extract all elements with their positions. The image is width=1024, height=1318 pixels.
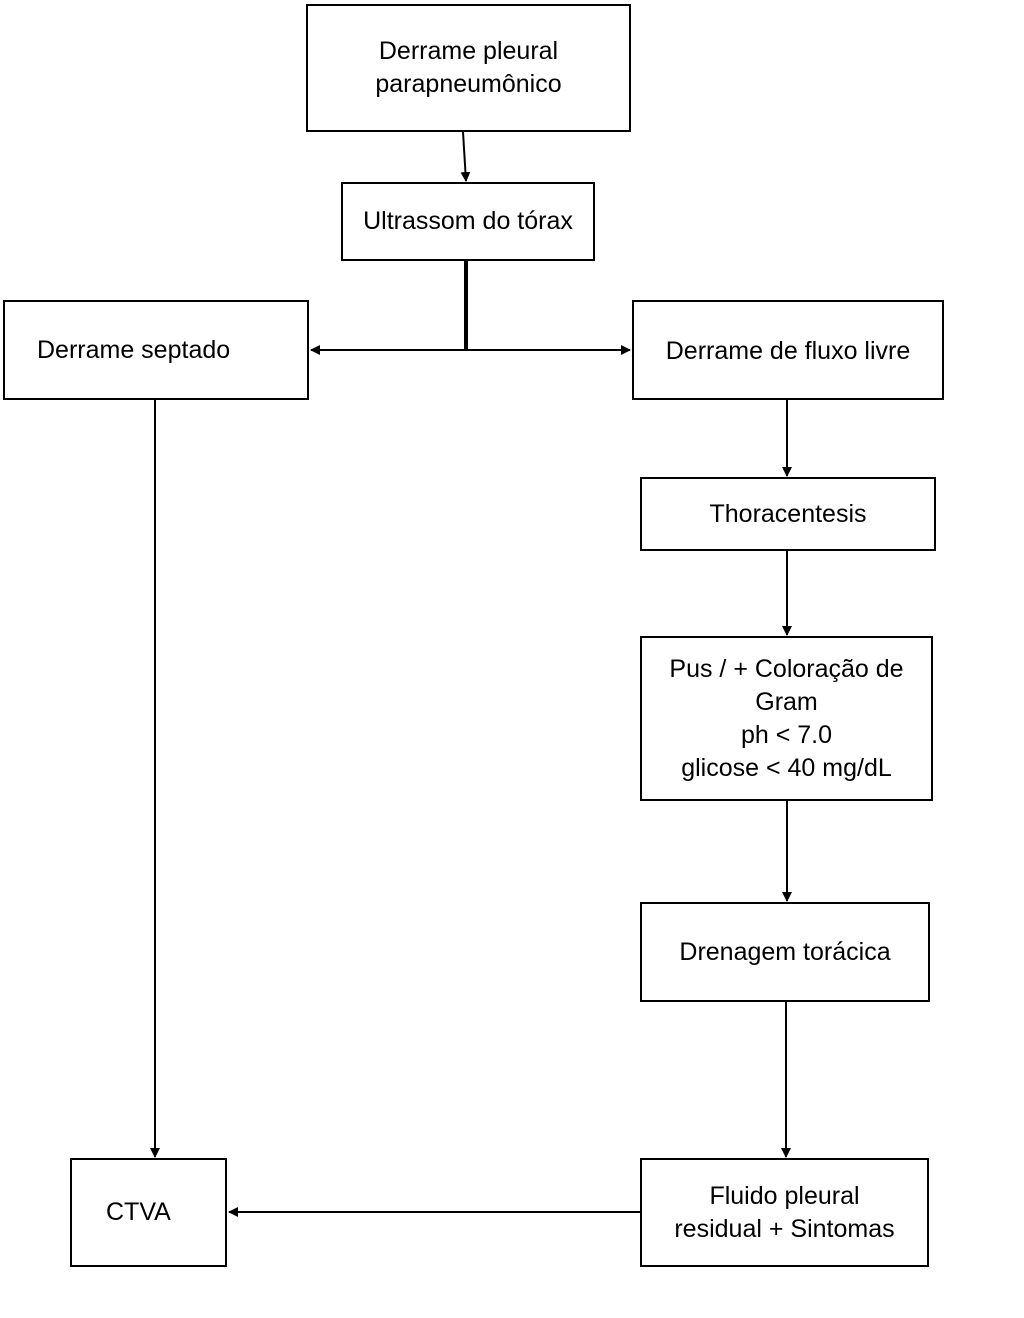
node-text-line: Fluido pleural — [709, 1181, 860, 1210]
node-text-line: Drenagem torácica — [679, 937, 891, 966]
node-text-line: CTVA — [106, 1198, 171, 1226]
node-thoracentesis: Thoracentesis — [640, 477, 936, 551]
node-ultrassom-do-torax: Ultrassom do tórax — [341, 182, 595, 261]
node-fluido-pleural-residual: Fluido pleural residual + Sintomas — [640, 1158, 929, 1267]
arrow-pleural-to-ultrassom — [460, 131, 471, 182]
node-text-line: Derrame pleural — [378, 37, 559, 65]
node-text-line: glicose < 40 mg/dL — [681, 753, 892, 782]
node-ctva: CTVA — [70, 1158, 227, 1267]
node-text-line: Thoracentesis — [709, 499, 867, 528]
node-text-line: parapneumônico — [375, 70, 562, 98]
node-text-line: Ultrassom do tórax — [363, 207, 573, 235]
node-derrame-pleural-parapneumonico: Derrame pleural parapneumônico — [306, 4, 631, 132]
node-derrame-de-fluxo-livre: Derrame de fluxo livre — [632, 300, 944, 400]
node-text-line: residual + Sintomas — [674, 1214, 895, 1243]
node-derrame-septado: Derrame septado — [3, 300, 309, 400]
node-text-line: Derrame septado — [37, 335, 231, 364]
node-drenagem-toracica: Drenagem torácica — [640, 902, 930, 1002]
node-pus-criteria: Pus / + Coloração de Gram ph < 7.0 glico… — [640, 636, 933, 801]
node-text-line: Pus / + Coloração de — [669, 654, 904, 683]
node-text-line: Derrame de fluxo livre — [665, 337, 911, 365]
node-text-line: ph < 7.0 — [740, 720, 833, 749]
node-text-line: Gram — [755, 687, 818, 716]
